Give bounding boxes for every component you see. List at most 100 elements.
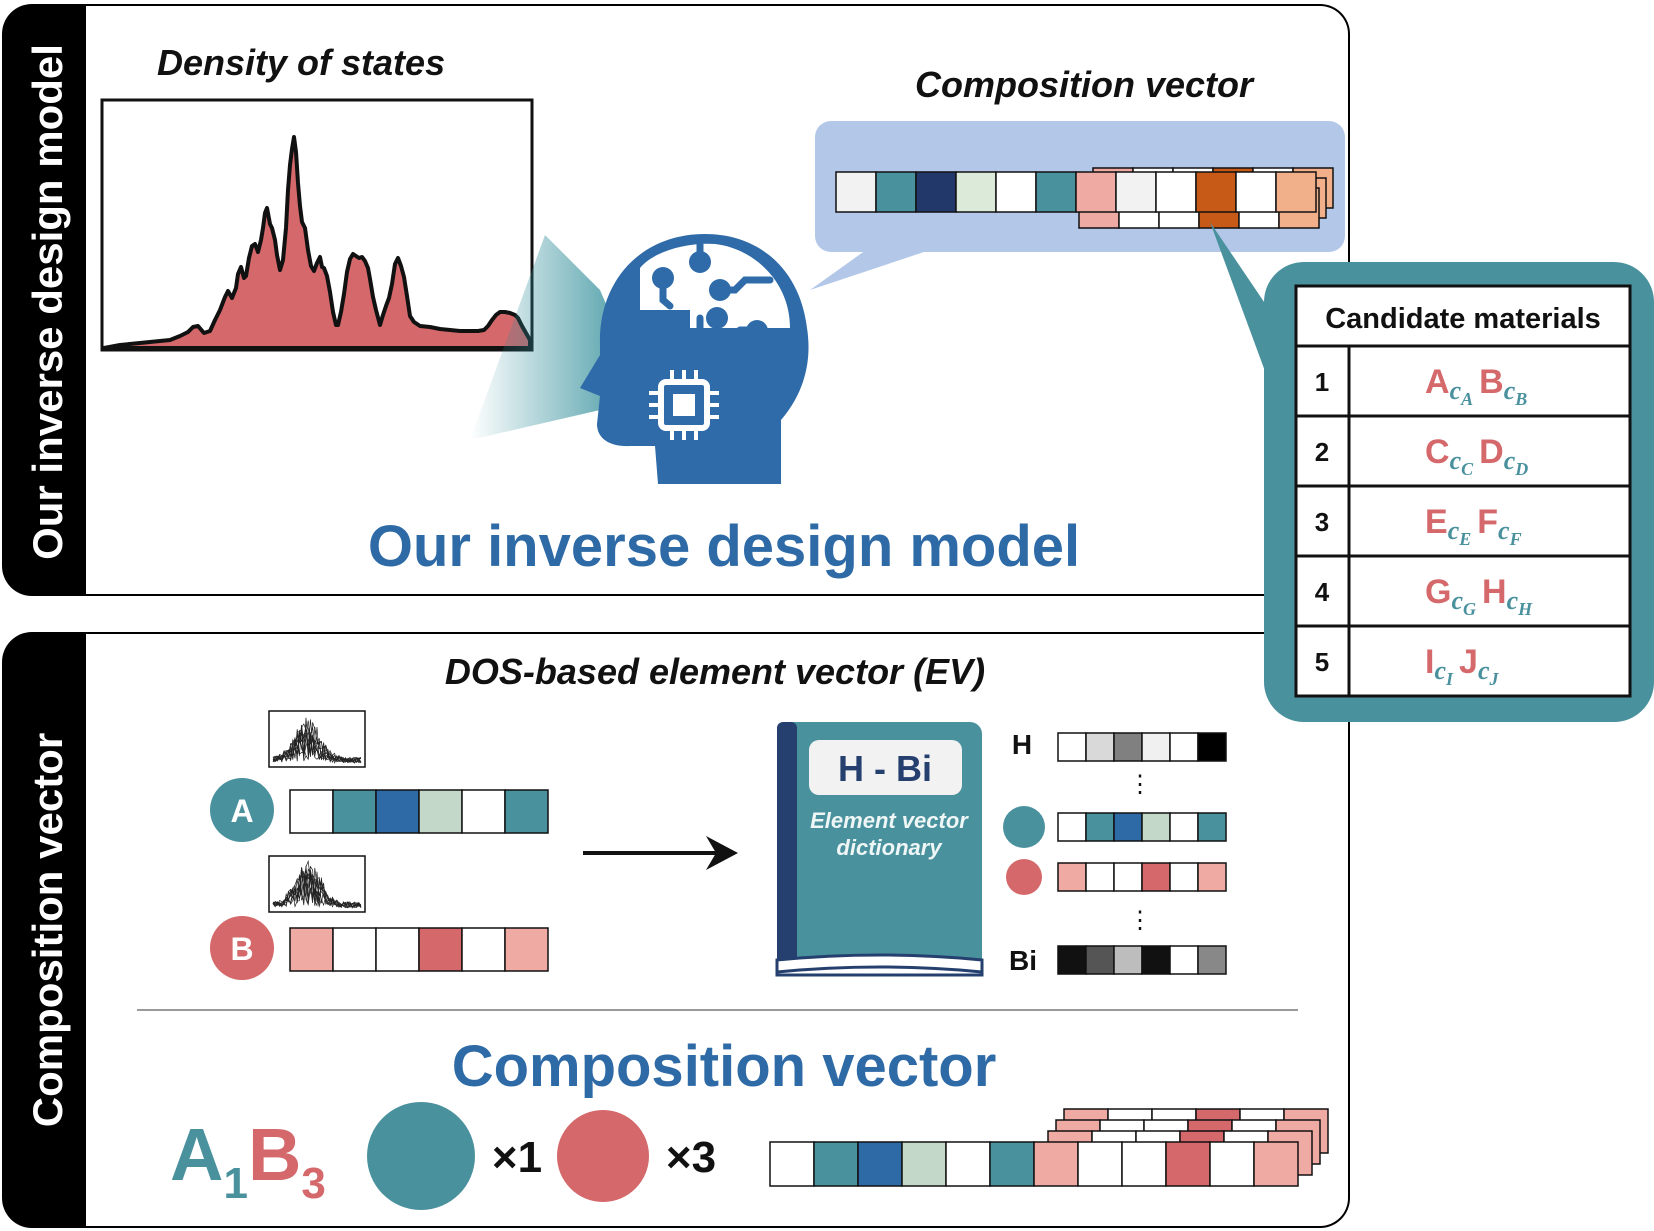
dict-a-cell xyxy=(1141,812,1171,842)
model-title: Our inverse design model xyxy=(368,514,1080,579)
element-a-weight-circle xyxy=(367,1102,475,1210)
element-b-label: B xyxy=(230,931,253,967)
composition-vector-cell xyxy=(1121,1141,1167,1187)
candidate-index: 2 xyxy=(1315,437,1329,467)
composition-vector-cell xyxy=(1075,171,1117,213)
formula-part-el2: J xyxy=(1459,643,1478,681)
formula-part-sub2: c xyxy=(1478,656,1490,685)
ellipsis-2: ⋮ xyxy=(1128,907,1152,934)
dict-vector-b xyxy=(1057,862,1227,892)
formula-part-sub1: c xyxy=(1450,376,1462,405)
formula-sub-a: 1 xyxy=(223,1159,247,1208)
element-b-weight-circle xyxy=(557,1110,649,1202)
candidate-index: 3 xyxy=(1315,507,1329,537)
formula-part-sub1_idx: E xyxy=(1458,529,1471,549)
composition-vector-cell xyxy=(835,171,877,213)
element-a-vector xyxy=(289,789,549,834)
composition-vector-cell xyxy=(1155,171,1197,213)
dos-trace xyxy=(272,869,362,909)
dict-a-cell xyxy=(1113,812,1143,842)
formula-part-sub2_idx: B xyxy=(1514,389,1527,409)
formula-part-sub2_idx: D xyxy=(1514,459,1528,479)
composition-vector-cell xyxy=(1195,171,1237,213)
formula-sub-b: 3 xyxy=(301,1159,325,1208)
composition-vector-cell xyxy=(875,171,917,213)
element-a-label: A xyxy=(230,793,253,829)
element-a-vector-cell xyxy=(375,789,420,834)
formula-part-el1: I xyxy=(1425,643,1434,681)
composition-vector-cell xyxy=(769,1141,815,1187)
composition-vector-cell xyxy=(901,1141,947,1187)
composition-vector-title: Composition vector xyxy=(915,64,1255,105)
element-b-vector-cell xyxy=(332,927,377,972)
composition-vector-cell xyxy=(995,171,1037,213)
formula-part-el2: F xyxy=(1477,503,1498,541)
multiplier-a: ×1 xyxy=(492,1133,542,1182)
dict-a-cell xyxy=(1197,812,1227,842)
element-b-vector-cell xyxy=(289,927,334,972)
arrow-right-icon xyxy=(583,836,738,870)
formula-part-sub2: c xyxy=(1504,376,1516,405)
formula-element-b: B xyxy=(248,1113,301,1196)
composition-vector-cell xyxy=(857,1141,903,1187)
element-a-circle xyxy=(210,778,274,842)
element-b-vector xyxy=(289,927,549,972)
candidate-table-header: Candidate materials xyxy=(1325,303,1601,335)
formula-part-sub2: c xyxy=(1498,516,1510,545)
formula-part-sub1: c xyxy=(1434,656,1446,685)
composition-vector-cell xyxy=(915,171,957,213)
dict-a-cell xyxy=(1169,812,1199,842)
composition-vector-cell xyxy=(1033,1141,1079,1187)
dos-curve xyxy=(102,135,532,350)
dos-trace xyxy=(272,865,362,908)
formula-part-el2: D xyxy=(1479,433,1504,471)
formula-part-sub2_idx: F xyxy=(1509,529,1522,549)
candidate-index: 5 xyxy=(1315,647,1329,677)
formula: A1B3 xyxy=(170,1113,326,1208)
dict-h-cell xyxy=(1197,732,1227,762)
composition-vector-cell xyxy=(955,171,997,213)
composition-title: Composition vector xyxy=(452,1034,997,1099)
dict-h-cell xyxy=(1169,732,1199,762)
dict-h-cell xyxy=(1085,732,1115,762)
dos-trace xyxy=(272,859,362,907)
formula-part-sub1_idx: I xyxy=(1445,669,1454,689)
element-a-dos-thumbnail xyxy=(268,710,366,768)
formula-part-sub2: c xyxy=(1504,446,1516,475)
composition-vector-cell xyxy=(989,1141,1035,1187)
composition-vector-cell xyxy=(1235,171,1277,213)
formula-part-sub2_idx: J xyxy=(1488,669,1499,689)
dict-element-a-circle xyxy=(1003,806,1045,848)
dict-bi-cell xyxy=(1197,945,1227,975)
ev-title: DOS-based element vector (EV) xyxy=(445,651,985,692)
element-b-vector-cell xyxy=(461,927,506,972)
book-subtitle-line1: Element vector xyxy=(810,808,969,833)
top-panel: Our inverse design model Density of stat… xyxy=(2,4,1350,596)
speech-bubble-tail xyxy=(810,240,960,290)
dict-bi-cell xyxy=(1085,945,1115,975)
composition-vector-cell xyxy=(1209,1141,1255,1187)
dict-element-b-circle xyxy=(1006,859,1042,895)
dict-vector-bi xyxy=(1057,945,1227,975)
element-b-dos-thumbnail xyxy=(268,855,366,913)
book-title: H - Bi xyxy=(838,748,932,789)
candidate-index: 4 xyxy=(1315,577,1330,607)
formula-part-sub1_idx: A xyxy=(1460,389,1473,409)
element-b-vector-cell xyxy=(375,927,420,972)
chip-icon xyxy=(649,370,719,440)
dos-trace xyxy=(272,867,362,908)
element-b-vector-cell xyxy=(418,927,463,972)
formula-part-sub2: c xyxy=(1507,586,1519,615)
element-b-circle xyxy=(210,916,274,980)
composition-vector-cell xyxy=(1035,171,1077,213)
dict-vector-h xyxy=(1057,732,1227,762)
formula-part-el1: C xyxy=(1425,433,1450,471)
formula-part-el1: A xyxy=(1425,363,1450,401)
formula-part-sub1: c xyxy=(1448,516,1460,545)
formula-part-sub2_idx: H xyxy=(1517,599,1533,619)
dict-bi-cell xyxy=(1141,945,1171,975)
